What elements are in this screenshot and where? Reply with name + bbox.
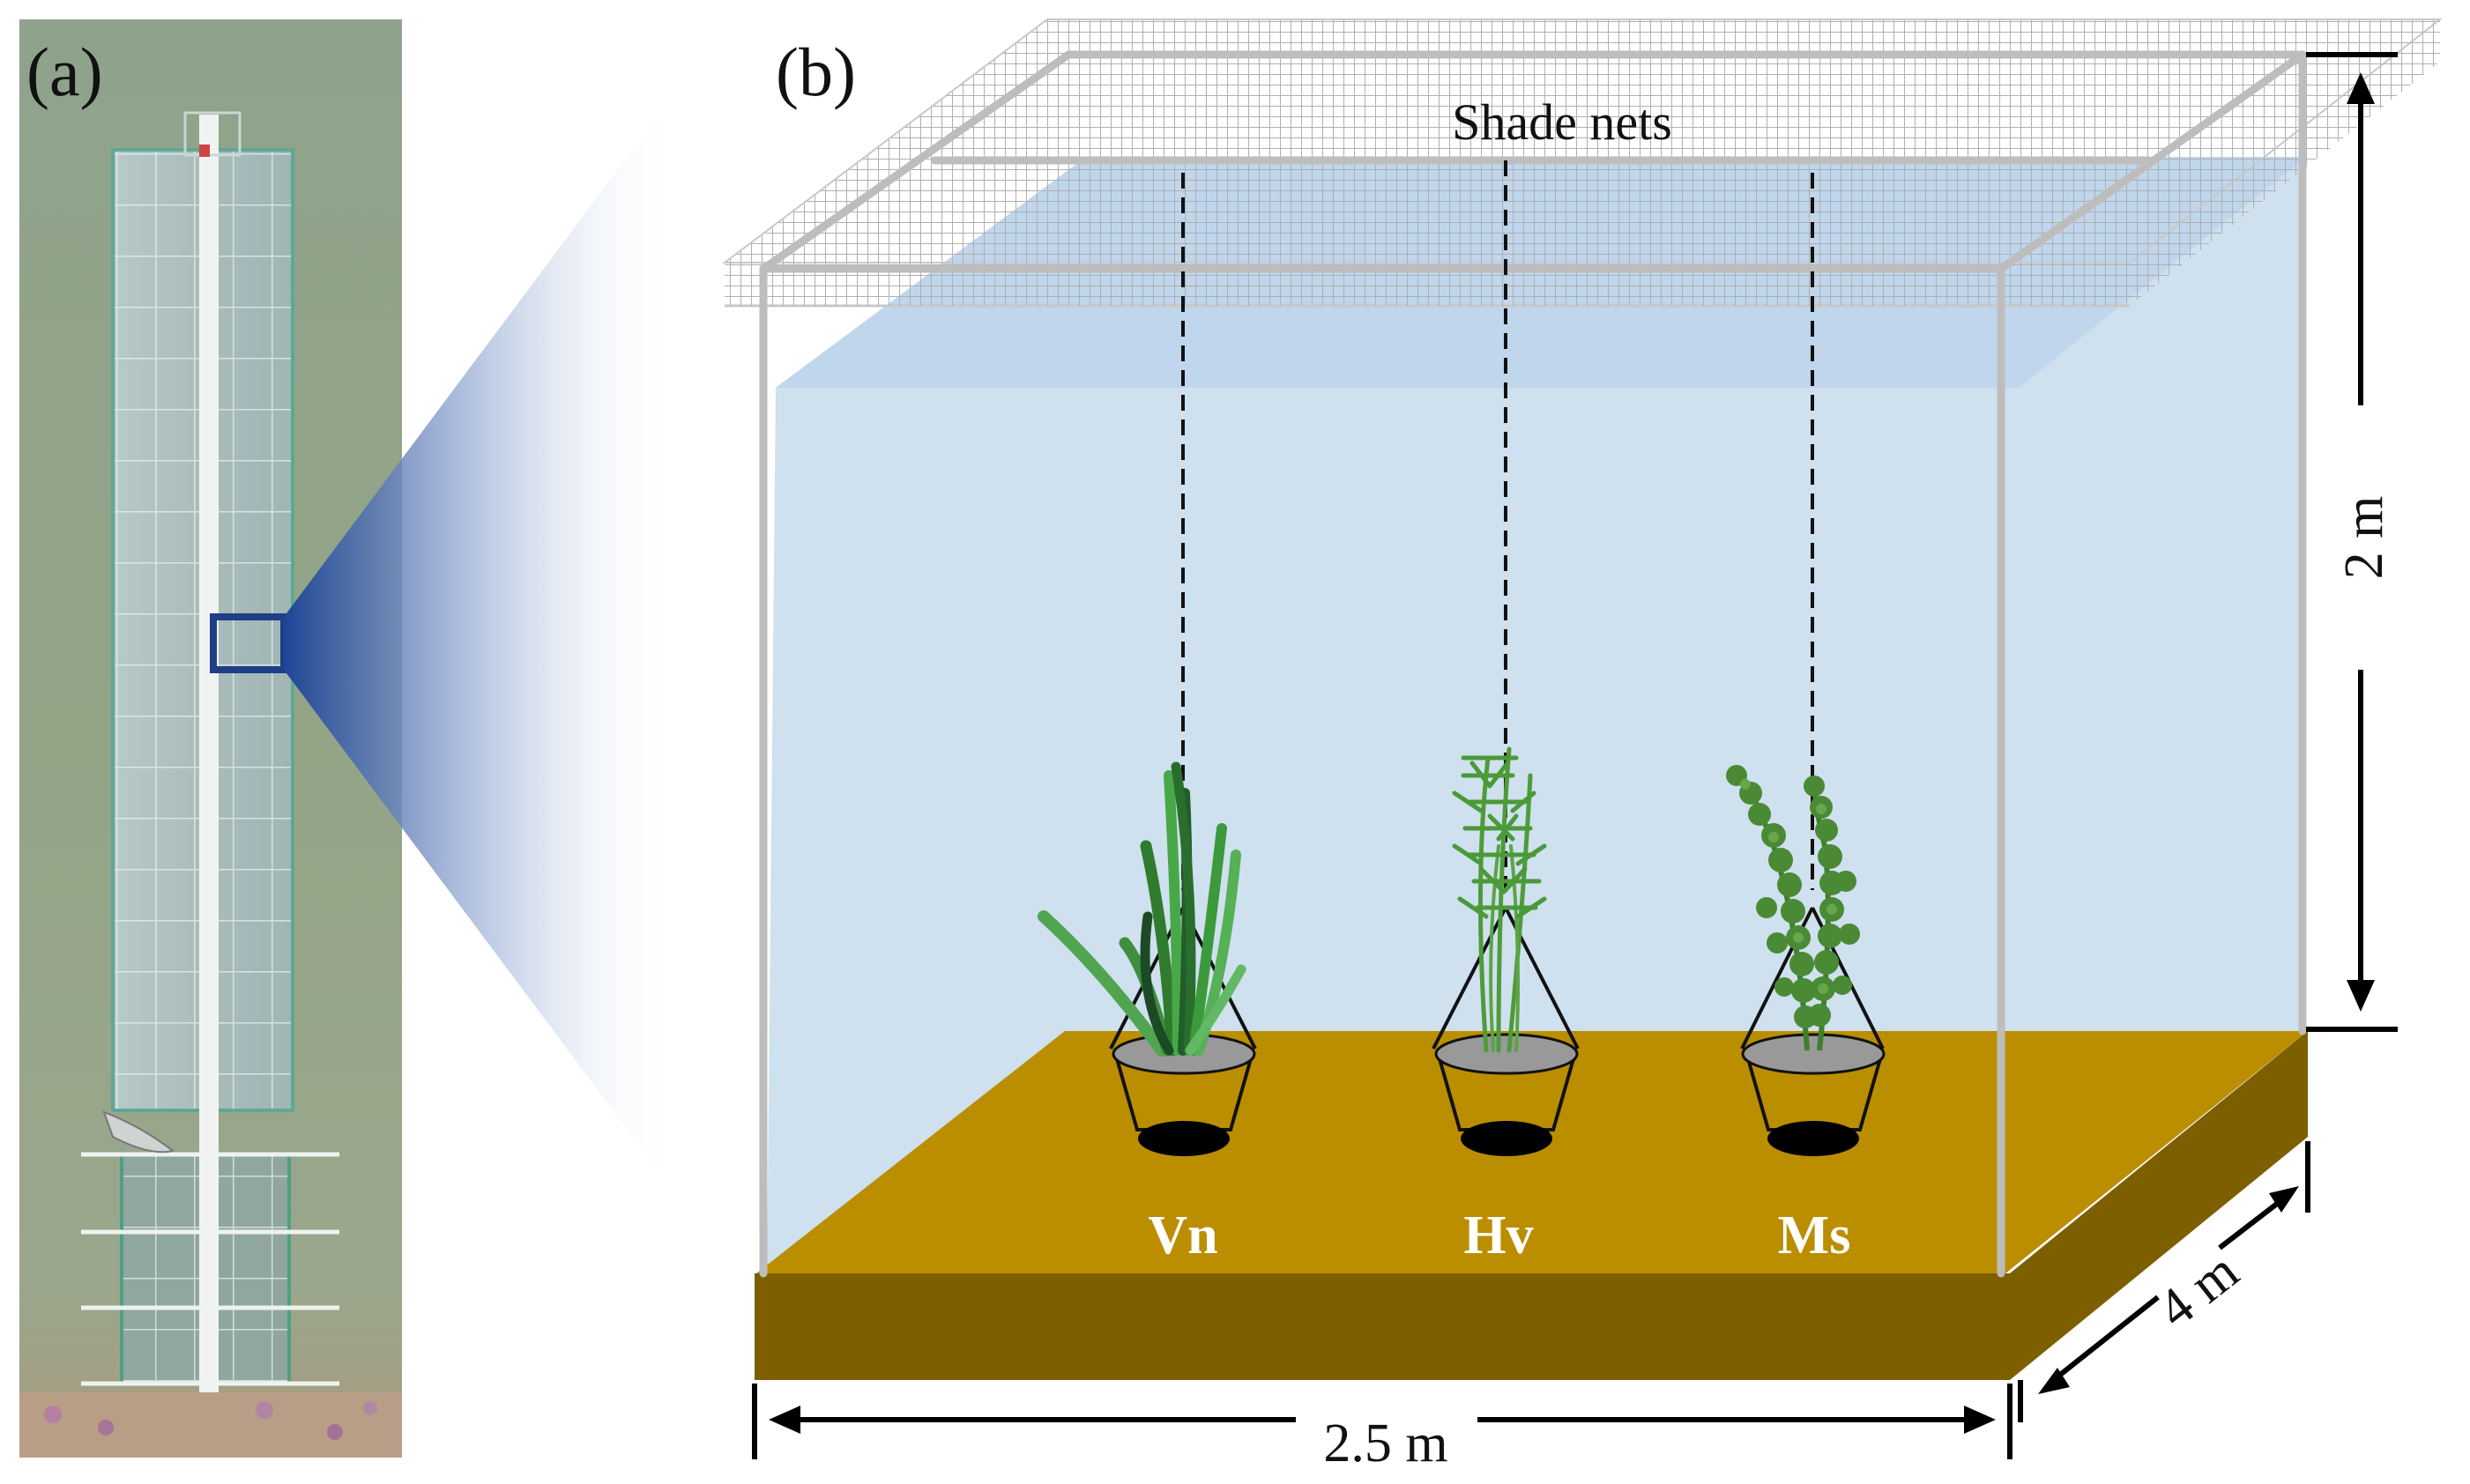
panel-a-label: (a) [26, 33, 103, 110]
height-label: 2 m [2334, 496, 2394, 580]
zoom-projection [284, 88, 679, 1198]
plant-label-ms: Ms [1778, 1206, 1851, 1265]
shade-nets-label: Shade nets [1452, 93, 1672, 151]
pot-ms [1740, 907, 1886, 1156]
plant-vn [1038, 761, 1246, 1057]
sediment-side [2010, 1031, 2308, 1380]
depth-label: 4 m [2146, 1241, 2250, 1339]
plant-label-vn: Vn [1148, 1206, 1217, 1265]
aerial-photo-panel [19, 19, 402, 1458]
plant-hv [1452, 746, 1547, 1053]
depth-dimension [2018, 1141, 2310, 1422]
pot-vn [1109, 907, 1257, 1156]
height-dimension [2306, 52, 2398, 1032]
pot-hv [1432, 907, 1580, 1156]
enclosure-schematic [722, 19, 2443, 1459]
plant-label-hv: Hv [1463, 1206, 1533, 1265]
plant-ms [1726, 765, 1860, 1051]
width-label: 2.5 m [1323, 1414, 1447, 1473]
panel-b-label: (b) [776, 33, 856, 110]
sediment-front [755, 1273, 2010, 1380]
width-dimension [752, 1384, 2012, 1459]
support-frame [759, 50, 2307, 1278]
